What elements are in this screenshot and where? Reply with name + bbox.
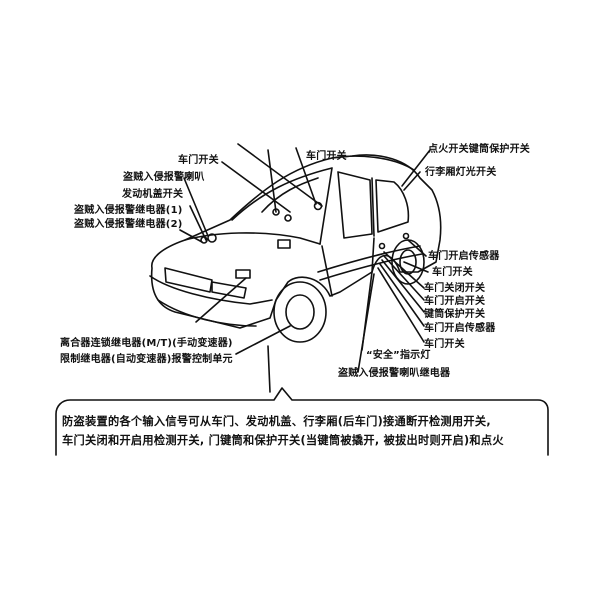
- headlight: [211, 281, 247, 299]
- caption-line-2: 车门关闭和开启用检测开关, 门键筒和保护开关(当键筒被撬开, 被拔出时则开启)和…: [62, 434, 504, 447]
- leader: [381, 259, 425, 313]
- front-wheel-hub: [285, 294, 315, 330]
- leader: [235, 325, 291, 355]
- label-limit-relay: 限制继电器(自动变速器)报警控制单元: [60, 354, 233, 365]
- rear-wheel-hub: [399, 249, 417, 275]
- pillar: [371, 177, 375, 237]
- label-door-close-switch: 车门关闭开关: [424, 283, 486, 294]
- label-security-lamp: “安全”指示灯: [366, 350, 431, 361]
- leader: [179, 229, 203, 243]
- leader: [377, 267, 425, 343]
- label-horn-relay: 盗贼入侵报警喇叭继电器: [338, 368, 451, 379]
- front-wheel: [273, 281, 327, 343]
- leader: [401, 149, 431, 187]
- rear-side-window: [375, 179, 410, 233]
- component-rear: [402, 232, 410, 240]
- component-horn: [207, 233, 217, 243]
- leader: [403, 171, 421, 191]
- label-clutch-relay: 离合器连锁继电器(M/T)(手动变速器): [60, 338, 233, 349]
- leader: [267, 345, 271, 393]
- leader: [237, 143, 323, 207]
- leader: [189, 205, 207, 241]
- label-theft-relay-2: 盗贼入侵报警继电器(2): [74, 219, 183, 230]
- door-line-mid: [371, 237, 375, 273]
- label-key-protect-switch: 键筒保护开关: [424, 309, 486, 320]
- label-ignition-key-switch: 点火开关键筒保护开关: [428, 144, 530, 155]
- leader: [183, 177, 209, 237]
- leader: [379, 263, 425, 327]
- label-door-switch-top: 车门开关: [306, 151, 347, 162]
- label-door-open-switch: 车门开启开关: [424, 296, 486, 307]
- body-side-molding-2: [319, 253, 423, 281]
- leader: [403, 261, 429, 273]
- label-theft-horn: 盗贼入侵报警喇叭: [123, 172, 205, 183]
- leader: [295, 147, 317, 205]
- leader: [267, 149, 277, 213]
- leader: [357, 273, 375, 373]
- leader: [383, 255, 425, 301]
- door-line-front: [321, 245, 333, 297]
- component-lamp: [378, 242, 386, 250]
- label-door-switch-right: 车门开关: [432, 267, 473, 278]
- body-side-molding: [317, 245, 421, 273]
- label-door-switch-bottom: 车门开关: [424, 339, 465, 350]
- grille: [164, 267, 213, 293]
- label-theft-relay-1: 盗贼入侵报警继电器(1): [74, 205, 183, 216]
- leader: [221, 161, 291, 213]
- windshield: [231, 167, 333, 245]
- caption-bubble: [55, 387, 549, 456]
- front-side-window: [337, 171, 373, 239]
- component-door-2: [284, 214, 292, 222]
- label-door-open-sensor-1: 车门开启传感器: [428, 251, 500, 262]
- label-hood-switch: 发动机盖开关: [122, 189, 184, 200]
- car-body: [150, 154, 442, 329]
- windshield-inner: [261, 177, 319, 213]
- hood-line: [184, 232, 321, 245]
- label-door-switch-left: 车门开关: [178, 155, 219, 166]
- component-relay-box-2: [277, 239, 291, 249]
- leader: [195, 277, 247, 323]
- caption-line-1: 防盗装置的各个输入信号可从车门、发动机盖、行李厢(后车门)接通断开检测用开关,: [62, 415, 491, 428]
- label-door-open-sensor-2: 车门开启传感器: [424, 323, 496, 334]
- roof-line: [331, 155, 415, 171]
- label-trunk-light-switch: 行李厢灯光开关: [425, 167, 497, 178]
- component-relay-box: [235, 269, 251, 279]
- front-bumper: [149, 275, 273, 305]
- leader: [407, 239, 427, 257]
- leader: [383, 251, 425, 289]
- front-lower: [157, 299, 257, 327]
